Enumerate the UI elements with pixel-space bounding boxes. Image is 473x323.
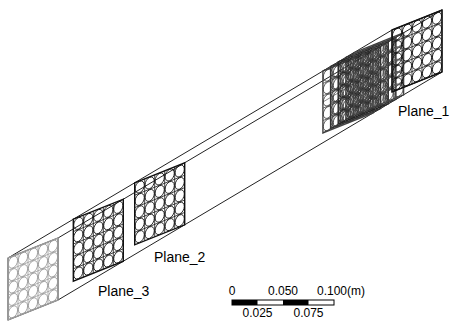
perforated-plate (73, 199, 123, 281)
outlet-face (392, 10, 442, 92)
scale-value: 0.050 (268, 285, 298, 298)
scale-value: 0 (229, 285, 236, 298)
plane-label: Plane_3 (96, 284, 151, 299)
scale-value: 0.100(m) (317, 285, 365, 298)
scale-value: 0.025 (242, 307, 272, 320)
scale-bar (232, 300, 334, 305)
plane-label: Plane_2 (152, 250, 207, 265)
plane-label: Plane_1 (398, 104, 449, 119)
perforated-plate (135, 163, 185, 245)
inlet-face (8, 238, 58, 320)
scale-value: 0.075 (293, 307, 323, 320)
channel-outline (8, 10, 442, 320)
